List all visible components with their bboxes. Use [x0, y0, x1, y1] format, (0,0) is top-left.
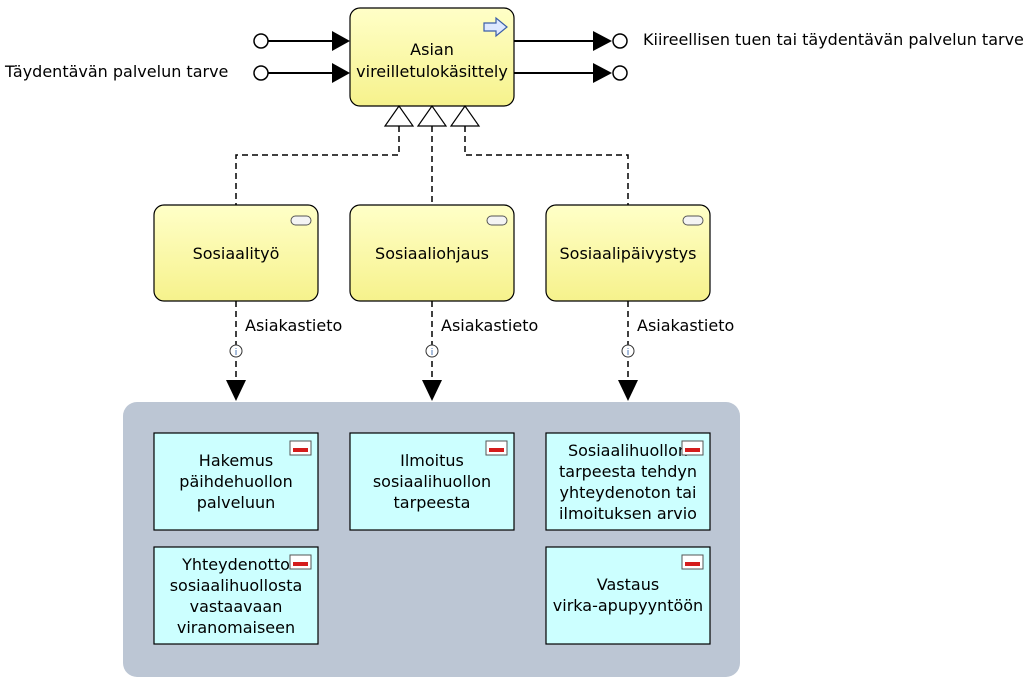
flow-label: Asiakastieto — [637, 316, 734, 335]
service-icon — [290, 215, 312, 226]
output-flow-top — [514, 31, 628, 51]
input-flow-bottom — [253, 63, 350, 83]
document-line: Sosiaalihuollon — [568, 441, 688, 460]
input-port-top — [253, 33, 269, 49]
information-icon — [229, 344, 243, 358]
document-line: vastaavaan — [190, 597, 283, 616]
information-icon — [425, 344, 439, 358]
realization-triangle-right — [449, 104, 481, 127]
process-node[interactable]: Asian vireilletulokäsittely — [349, 7, 515, 107]
document-line: sosiaalihuollosta — [170, 576, 303, 595]
document-node-yhteydenotto[interactable]: Yhteydenotto sosiaalihuollosta vastaavaa… — [153, 546, 319, 645]
document-line: virka-apupyyntöön — [553, 596, 703, 615]
output-port-bottom — [612, 65, 628, 81]
input-label-bottom: Täydentävän palvelun tarve — [4, 62, 228, 81]
access-flow-2: i Asiakastieto — [422, 301, 538, 401]
document-node-arvio[interactable]: Sosiaalihuollon tarpeesta tehdyn yhteyde… — [545, 432, 711, 531]
svg-text:i: i — [627, 348, 630, 358]
svg-text:i: i — [431, 348, 434, 358]
document-line: Hakemus — [199, 451, 273, 470]
flow-label: Asiakastieto — [245, 316, 342, 335]
service-node-sosiaalityo[interactable]: Sosiaalityö — [153, 204, 319, 302]
access-flow-3: i Asiakastieto — [618, 301, 734, 401]
output-port-top — [612, 33, 628, 49]
document-line: sosiaalihuollon — [373, 472, 491, 491]
realization-triangle-center — [416, 104, 448, 127]
document-node-hakemus[interactable]: Hakemus päihdehuollon palveluun — [153, 432, 319, 531]
input-port-bottom — [253, 65, 269, 81]
document-node-vastaus[interactable]: Vastaus virka-apupyyntöön — [545, 546, 711, 645]
service-icon — [682, 215, 704, 226]
document-node-ilmoitus[interactable]: Ilmoitus sosiaalihuollon tarpeesta — [349, 432, 515, 531]
document-line: viranomaiseen — [177, 618, 295, 637]
output-arrow-bottom — [593, 63, 612, 83]
access-arrow — [226, 380, 246, 401]
access-flow-1: i Asiakastieto — [226, 301, 342, 401]
process-title-line1: Asian — [410, 40, 454, 59]
output-label-top: Kiireellisen tuen tai täydentävän palvel… — [643, 30, 1024, 49]
service-icon — [486, 215, 508, 226]
output-arrow-top — [593, 31, 612, 51]
input-arrow-bottom — [332, 63, 350, 83]
service-node-sosiaaliohjaus[interactable]: Sosiaaliohjaus — [349, 204, 515, 302]
service-label: Sosiaalipäivystys — [560, 244, 697, 263]
document-icon — [681, 440, 704, 456]
document-line: yhteydenoton tai — [560, 483, 697, 502]
flow-label: Asiakastieto — [441, 316, 538, 335]
document-line: ilmoituksen arvio — [559, 504, 697, 523]
access-arrow — [422, 380, 442, 401]
document-line: Vastaus — [597, 575, 659, 594]
input-flow-top — [253, 31, 350, 51]
process-arrow-icon — [483, 16, 508, 38]
document-line: Yhteydenotto — [181, 555, 290, 574]
document-line: Ilmoitus — [400, 451, 464, 470]
document-line: päihdehuollon — [179, 472, 292, 491]
document-line: palveluun — [197, 493, 276, 512]
access-arrow — [618, 380, 638, 401]
information-icon — [621, 344, 635, 358]
document-icon — [289, 554, 312, 570]
realization-connectors — [235, 104, 629, 205]
document-icon — [485, 440, 508, 456]
realization-triangle-left — [383, 104, 415, 127]
service-label: Sosiaaliohjaus — [375, 244, 489, 263]
document-line: tarpeesta — [394, 493, 471, 512]
service-node-sosiaalipaivystys[interactable]: Sosiaalipäivystys — [545, 204, 711, 302]
process-title-line2: vireilletulokäsittely — [356, 62, 508, 81]
document-icon — [681, 554, 704, 570]
input-arrow-top — [332, 31, 350, 51]
output-flow-bottom — [514, 63, 628, 83]
svg-text:i: i — [235, 348, 238, 358]
service-label: Sosiaalityö — [193, 244, 280, 263]
document-line: tarpeesta tehdyn — [559, 462, 697, 481]
document-icon — [289, 440, 312, 456]
